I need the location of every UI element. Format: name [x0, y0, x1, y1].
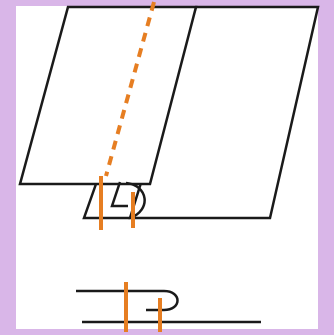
stitch-line-dashed — [104, 1, 156, 177]
folded-seam-edge — [82, 181, 146, 220]
cross-section-top-layer — [76, 289, 179, 312]
